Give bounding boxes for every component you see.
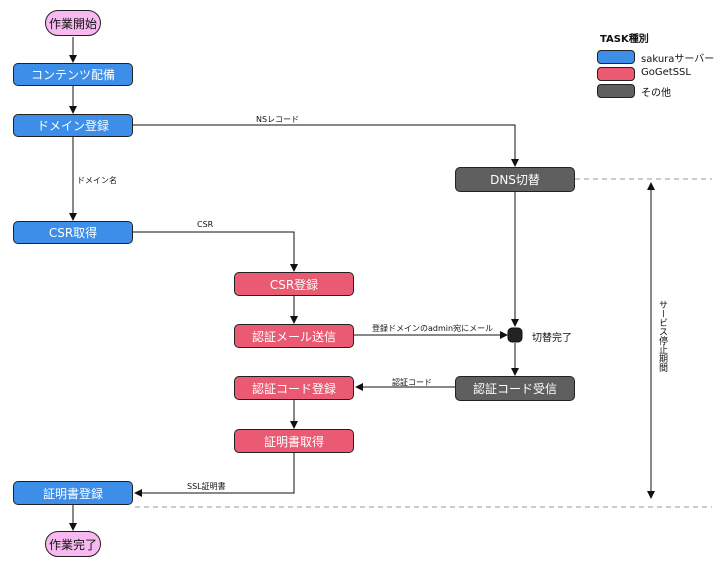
switch-done-label: 切替完了	[532, 333, 572, 344]
auth-mail-node: 認証メール送信	[234, 324, 354, 348]
legend-label-gogetssl: GoGetSSL	[641, 67, 691, 78]
legend-swatch-sakura	[597, 50, 635, 64]
edge-label-ns-record: NSレコード	[256, 115, 300, 124]
edge-label-domain-name: ドメイン名	[77, 176, 117, 185]
legend-title: TASK種別	[600, 34, 649, 45]
edge-label-mail-admin: 登録ドメインのadmin宛にメール	[372, 324, 494, 333]
edge-csr-csrreg	[133, 231, 298, 272]
edge-domain-dns	[133, 124, 519, 167]
switch-junction	[507, 327, 523, 343]
edge-label-auth-code: 認証コード	[392, 378, 432, 387]
auth-code-register-node: 認証コード登録	[234, 376, 354, 400]
end-node: 作業完了	[45, 531, 101, 557]
cert-get-node: 証明書取得	[234, 429, 354, 453]
csr-register-node: CSR登録	[234, 272, 354, 296]
legend-swatch-other	[597, 84, 635, 98]
legend-label-sakura: sakuraサーバー	[641, 54, 715, 65]
legend-swatch-gogetssl	[597, 67, 635, 81]
service-stop-label: サービス停止期間	[657, 300, 667, 372]
dns-switch-node: DNS切替	[455, 167, 575, 192]
csr-get-node: CSR取得	[13, 221, 133, 244]
edge-certget-certreg	[134, 453, 295, 497]
start-node: 作業開始	[45, 10, 101, 36]
cert-register-node: 証明書登録	[13, 481, 133, 505]
edge-label-csr: CSR	[197, 220, 214, 229]
legend-label-other: その他	[641, 88, 671, 99]
edge-label-ssl-cert: SSL証明書	[187, 482, 226, 491]
contents-deploy-node: コンテンツ配備	[13, 63, 133, 86]
auth-code-receive-node: 認証コード受信	[455, 376, 575, 401]
domain-register-node: ドメイン登録	[13, 114, 133, 137]
